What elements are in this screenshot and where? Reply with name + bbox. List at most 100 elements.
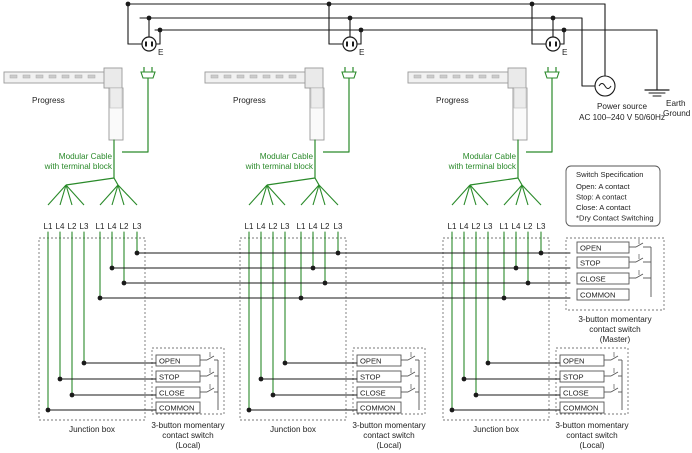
switch-contact-icon <box>206 355 215 361</box>
motor-rail-detail <box>452 74 461 79</box>
local-switch-button-open <box>155 354 201 367</box>
motor-rail-detail <box>35 74 44 79</box>
modular-cable-fanout <box>318 184 339 206</box>
modular-cable-fanout <box>318 184 326 206</box>
wire-junction-dot <box>473 392 479 398</box>
local-switch-label: (Local) <box>376 441 401 450</box>
local-switch-button-close <box>356 386 402 399</box>
terminal-label: L3 <box>281 222 290 231</box>
power-source-wire <box>581 18 595 87</box>
master-switch-button-close <box>576 272 630 285</box>
local-switch-button-label: CLOSE <box>360 389 386 398</box>
modular-cable-fanout <box>260 184 268 206</box>
wire-junction-dot <box>485 360 491 366</box>
terminal-label: L3 <box>537 222 546 231</box>
local-switch-box <box>151 347 225 415</box>
modular-cable-fanout <box>99 184 119 206</box>
local-switch-button-close <box>155 386 201 399</box>
local-switch-button-common <box>356 401 402 414</box>
switch-spec-title: Switch Specification <box>576 170 644 179</box>
terminal-block-label: with terminal block <box>448 162 517 171</box>
modular-cable-fanout <box>65 184 85 206</box>
motor-rail-detail <box>426 74 435 79</box>
local-switch-button-label: COMMON <box>563 404 598 413</box>
motor-rail-detail <box>413 74 422 79</box>
local-switch-box <box>555 347 629 415</box>
modular-cable-fanout <box>451 184 471 206</box>
switch-contact-icon <box>635 257 644 263</box>
local-switch-button-common <box>559 401 605 414</box>
local-switch-button-label: COMMON <box>159 404 194 413</box>
power-source-label: Power source <box>597 102 648 111</box>
master-switch-label: (Master) <box>600 335 631 344</box>
local-switch-button-stop <box>559 370 605 383</box>
wire-junction-dot <box>45 407 51 413</box>
motor-rail <box>407 71 517 84</box>
wire-junction-dot <box>461 376 467 382</box>
terminal-label: L1 <box>448 222 457 231</box>
modular-cable-fanout <box>521 184 542 206</box>
switch-contact-icon <box>407 371 416 377</box>
motor-rail-detail <box>210 74 219 79</box>
wire-junction-dot <box>258 376 264 382</box>
junction-box <box>239 237 347 421</box>
master-switch-button-open <box>576 241 630 254</box>
bus-junction-dot <box>561 27 567 33</box>
earth-ground-label: Ground <box>663 109 691 118</box>
junction-box-label: Junction box <box>270 425 316 434</box>
motor-label: Progress <box>233 96 266 105</box>
power-cord <box>122 78 149 153</box>
switch-spec-line: Close: A contact <box>576 203 631 212</box>
terminal-label: L4 <box>257 222 266 231</box>
local-switch-label: (Local) <box>175 441 200 450</box>
junction-box <box>38 237 146 421</box>
terminal-label: L1 <box>245 222 254 231</box>
master-switch-label: 3-button momentary <box>578 315 652 324</box>
modular-cable-fanout <box>111 184 119 206</box>
modular-cable-fanout <box>312 184 320 206</box>
master-switch-button-label: STOP <box>580 259 601 268</box>
modular-cable <box>65 177 115 186</box>
bus-junction-dot <box>529 1 535 7</box>
outlet-icon <box>145 41 147 47</box>
outlet-icon <box>151 41 153 47</box>
local-switch-button-stop <box>155 370 201 383</box>
bus-junction-dot <box>125 1 131 7</box>
motor-rail-detail <box>87 74 96 79</box>
wire-junction-dot <box>246 407 252 413</box>
terminal-label: L2 <box>321 222 330 231</box>
local-switch-button-label: STOP <box>360 373 381 382</box>
local-switch-button-label: OPEN <box>563 357 585 366</box>
motor-head <box>513 87 527 109</box>
bus-junction-dot <box>157 27 163 33</box>
bus-junction-dot <box>347 15 353 21</box>
modular-cable <box>113 177 119 186</box>
outlet-earth-label: E <box>158 48 164 57</box>
switch-contact-icon <box>407 355 416 361</box>
modular-cable <box>266 177 316 186</box>
local-switch-button-open <box>559 354 605 367</box>
modular-cable-fanout <box>266 184 274 206</box>
motor-rail-detail <box>48 74 57 79</box>
master-switch-button-common <box>576 288 630 301</box>
motor-end-cap <box>103 67 123 89</box>
modular-cable <box>517 177 523 186</box>
local-switch-button-close <box>559 386 605 399</box>
motor-end-cap <box>507 67 527 89</box>
terminal-label: L4 <box>56 222 65 231</box>
terminal-label: L1 <box>297 222 306 231</box>
terminal-label: L4 <box>108 222 117 231</box>
local-switch-button-label: CLOSE <box>159 389 185 398</box>
wire-junction-dot <box>69 392 75 398</box>
switch-contact-icon <box>407 387 416 393</box>
switch-contact-icon <box>610 387 619 393</box>
motor-rail-detail <box>288 74 297 79</box>
local-switch-button-label: OPEN <box>360 357 382 366</box>
motor-rail <box>3 71 113 84</box>
local-switch-button-label: STOP <box>159 373 180 382</box>
wire-junction-dot <box>449 407 455 413</box>
switch-contact-icon <box>206 387 215 393</box>
outlet-earth-label: E <box>359 48 365 57</box>
modular-cable-label: Modular Cable <box>260 152 314 161</box>
